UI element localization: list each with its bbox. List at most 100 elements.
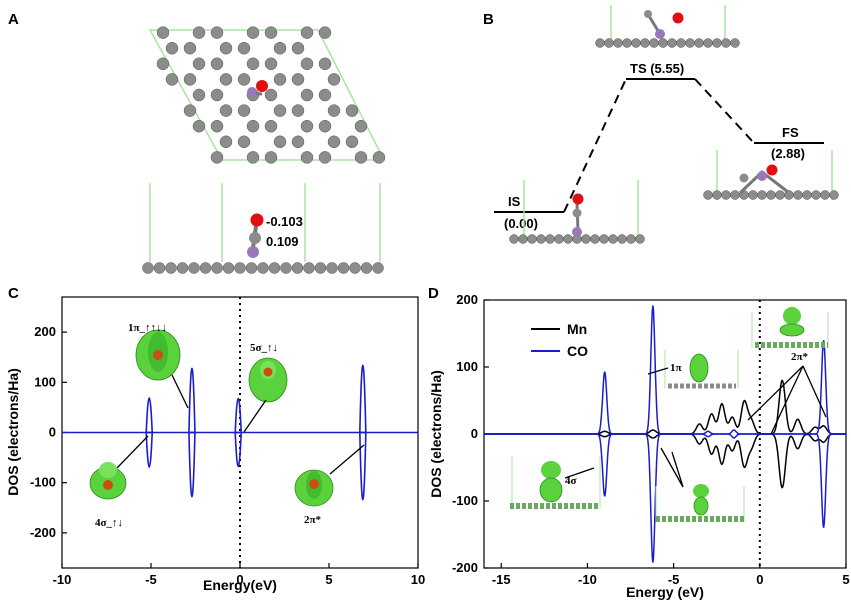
dos-peak-up: [359, 364, 367, 434]
carbon-atom: [658, 38, 668, 48]
panel-d-label: D: [428, 285, 439, 302]
x-tick-label: -10: [578, 572, 597, 587]
carbon-atom: [694, 38, 704, 48]
carbon-atom: [631, 38, 641, 48]
carbon-atom: [360, 262, 373, 274]
mn-atom: [247, 246, 259, 258]
oxygen-atom: [672, 12, 684, 24]
x-tick-label: 0: [756, 572, 763, 587]
carbon-atom: [721, 38, 731, 48]
carbon-atom: [291, 135, 305, 149]
dos-peak-down: [359, 431, 367, 501]
carbon-atom: [712, 38, 722, 48]
carbon-atom: [337, 262, 350, 274]
dos-series-co-down: [484, 433, 846, 563]
carbon-atom: [192, 57, 206, 71]
carbon-atom: [210, 88, 224, 102]
orbital-1pi-d: [664, 350, 739, 389]
panel-a: A -0.103 0.109: [8, 11, 386, 274]
carbon-atom: [327, 104, 341, 117]
carbon-atom: [730, 190, 740, 200]
carbon-atom: [273, 135, 287, 149]
is-structure: [509, 180, 645, 244]
label-4sigma-d: 4σ: [565, 475, 577, 487]
dos-peak-down: [234, 431, 243, 468]
x-tick-label: -5: [145, 572, 157, 587]
dos-series-mn-down: [484, 433, 846, 489]
oxygen-atom: [572, 193, 584, 205]
carbon-atom: [829, 190, 839, 200]
legend-label-mn: Mn: [567, 321, 587, 337]
carbon-atom: [264, 26, 278, 39]
fs-structure: [703, 150, 839, 200]
carbon-atom: [581, 234, 591, 244]
carbon-atom: [622, 38, 632, 48]
y-tick-label: 100: [456, 359, 478, 374]
carbon-atom: [314, 262, 327, 274]
label-1pi-c: 1π_↑↑↓↓: [128, 322, 167, 334]
carbon-atom: [165, 73, 179, 86]
label-2pistar-c: 2π*: [304, 514, 322, 526]
orbital-4sigma-c: [89, 462, 127, 500]
carbon-atom: [712, 190, 722, 200]
carbon-atom: [222, 262, 235, 274]
carbon-atom: [354, 119, 368, 133]
oxygen-atom: [256, 80, 268, 92]
carbon-atom: [775, 190, 785, 200]
is-graphene-chain: [509, 234, 645, 244]
orbital-2pistar-c: [294, 469, 334, 507]
oxygen-charge: -0.103: [266, 214, 303, 229]
carbon-atom: [667, 38, 677, 48]
x-axis-title-d: Energy (eV): [626, 584, 704, 600]
x-tick-label: 0: [236, 572, 243, 587]
carbon-atom: [219, 135, 233, 149]
carbon-atom: [188, 262, 200, 274]
carbon-atom: [703, 190, 713, 200]
fs-graphene-chain: [703, 190, 839, 200]
carbon-atom: [264, 57, 278, 71]
mn-atom: [247, 87, 257, 97]
carbon-atom: [820, 190, 830, 200]
carbon-atom: [237, 73, 251, 86]
x-axis-title-c: Energy(eV): [203, 577, 277, 593]
carbon-atom: [249, 232, 261, 244]
orbital-2pistar-d: [751, 307, 829, 348]
y-tick-label: 100: [34, 374, 56, 389]
carbon-atom: [802, 190, 812, 200]
mn-atom: [572, 227, 582, 237]
carbon-atom: [291, 73, 305, 86]
carbon-atom: [613, 38, 623, 48]
graphene-side-view: [142, 262, 384, 274]
carbon-atom: [237, 104, 251, 117]
dos-peak-down: [188, 431, 196, 498]
carbon-atom: [757, 190, 767, 200]
carbon-atom: [156, 57, 170, 71]
carbon-atom: [273, 104, 287, 117]
carbon-atom: [210, 57, 224, 71]
y-axis-title-c: DOS (electrons/Ha): [5, 368, 21, 496]
panel-b: B IS (0.00) TS (5.55) FS (2.88): [483, 5, 839, 244]
ts-structure: [595, 5, 740, 48]
annotation-arrows-d: [564, 365, 827, 488]
carbon-atom: [246, 151, 260, 164]
carbon-atom: [327, 73, 341, 86]
carbon-atom: [264, 151, 278, 164]
fs-energy: (2.88): [771, 146, 805, 161]
carbon-atom: [257, 262, 269, 274]
orbital-1pi-c: [135, 329, 181, 381]
y-tick-label: 200: [34, 324, 56, 339]
carbon-atom: [156, 26, 170, 39]
carbon-atom: [509, 234, 519, 244]
oxygen-atom: [766, 164, 778, 176]
carbon-atom: [210, 26, 224, 39]
y-tick-label: 200: [456, 292, 478, 307]
carbon-atom: [685, 38, 695, 48]
carbon-atom: [291, 262, 304, 274]
carbon-atom: [300, 26, 314, 39]
carbon-atom: [246, 26, 260, 39]
label-1pi-d: 1π: [670, 362, 682, 374]
carbon-atom: [153, 262, 166, 274]
carbon-atom: [183, 73, 197, 86]
